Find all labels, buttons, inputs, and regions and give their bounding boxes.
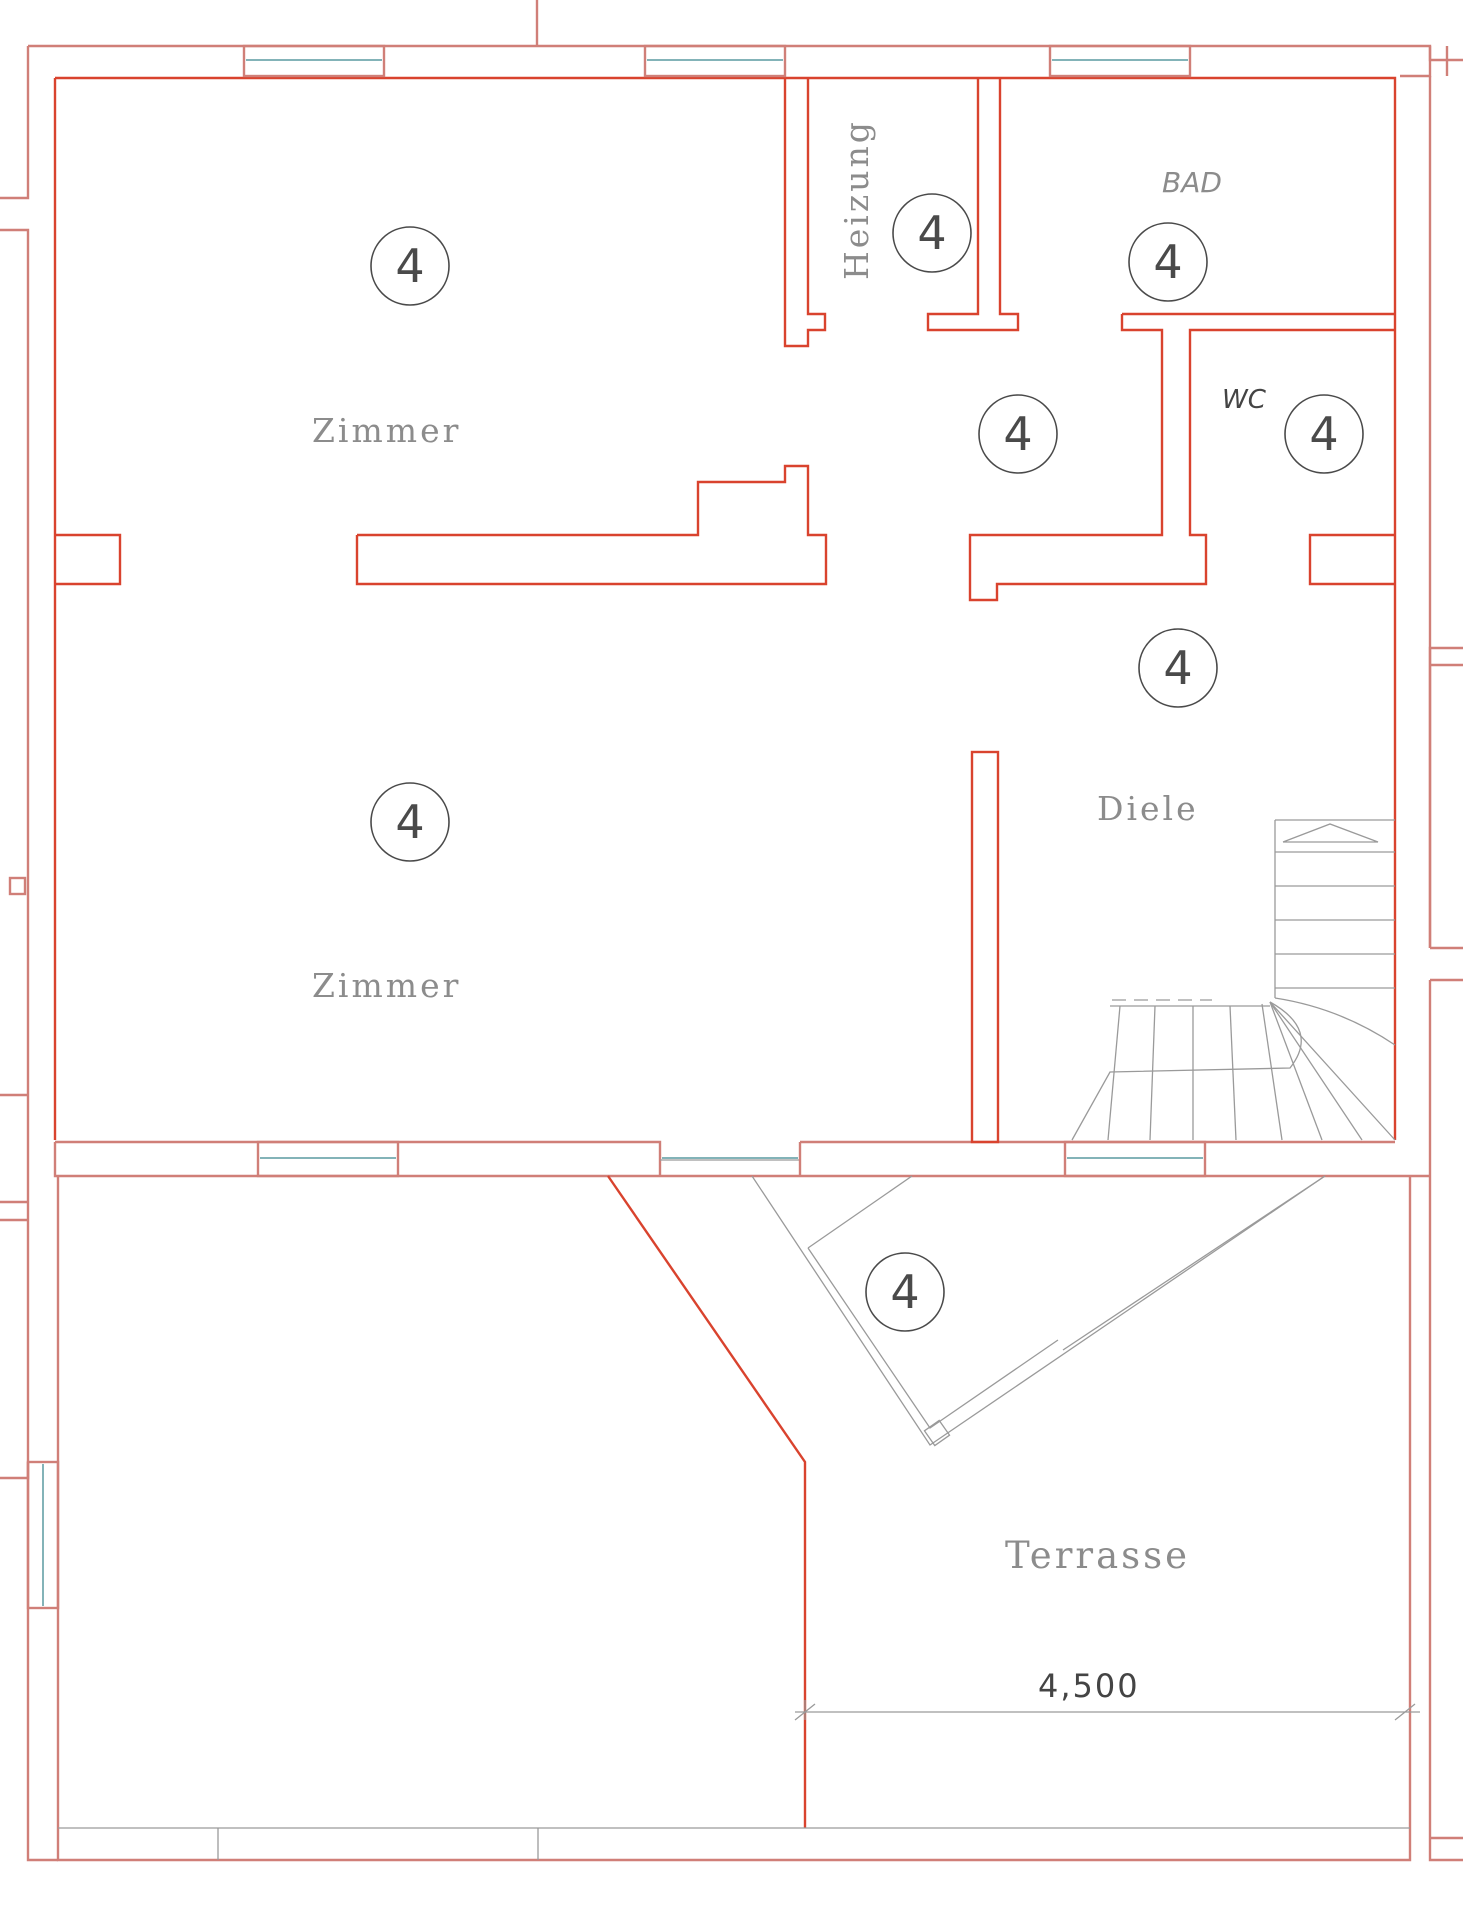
tag-diele: 4 xyxy=(1138,628,1218,708)
room-labels: Zimmer Zimmer Heizung BAD WC Diele Terra… xyxy=(312,119,1267,1705)
tag-heizung: 4 xyxy=(892,193,972,273)
partitions xyxy=(55,78,1395,1144)
tag-text: 4 xyxy=(890,1265,919,1319)
tag-bad: 4 xyxy=(1128,222,1208,302)
tag-flur: 4 xyxy=(978,394,1058,474)
room-label-heizung: Heizung xyxy=(837,119,876,280)
tag-zimmer-top: 4 xyxy=(370,226,450,306)
room-label-wc: WC xyxy=(1222,385,1267,415)
room-label-bad: BAD xyxy=(1162,166,1222,199)
tag-wc: 4 xyxy=(1284,394,1364,474)
tag-text: 4 xyxy=(1003,407,1032,461)
terrace xyxy=(58,1175,1420,1860)
tag-text: 4 xyxy=(1163,641,1192,695)
inner-wall-line xyxy=(53,44,1397,1140)
tag-text: 4 xyxy=(917,206,946,260)
tag-zimmer-bottom: 4 xyxy=(370,782,450,862)
tag-text: 4 xyxy=(395,239,424,293)
room-label-diele: Diele xyxy=(1097,789,1199,828)
tag-text: 4 xyxy=(1153,235,1182,289)
staircase xyxy=(1071,819,1396,1141)
south-wall xyxy=(53,1140,1430,1178)
room-label-terrasse: Terrasse xyxy=(1005,1534,1190,1577)
tag-terrasse: 4 xyxy=(865,1252,945,1332)
tag-text: 4 xyxy=(395,795,424,849)
room-label-zimmer-top: Zimmer xyxy=(312,411,461,450)
room-label-zimmer-bottom: Zimmer xyxy=(312,966,461,1005)
tag-text: 4 xyxy=(1309,407,1338,461)
number-tags: 4 4 4 4 4 4 4 4 xyxy=(370,193,1364,1332)
outer-walls xyxy=(0,0,1463,1862)
dimension-label: 4,500 xyxy=(1038,1667,1140,1705)
